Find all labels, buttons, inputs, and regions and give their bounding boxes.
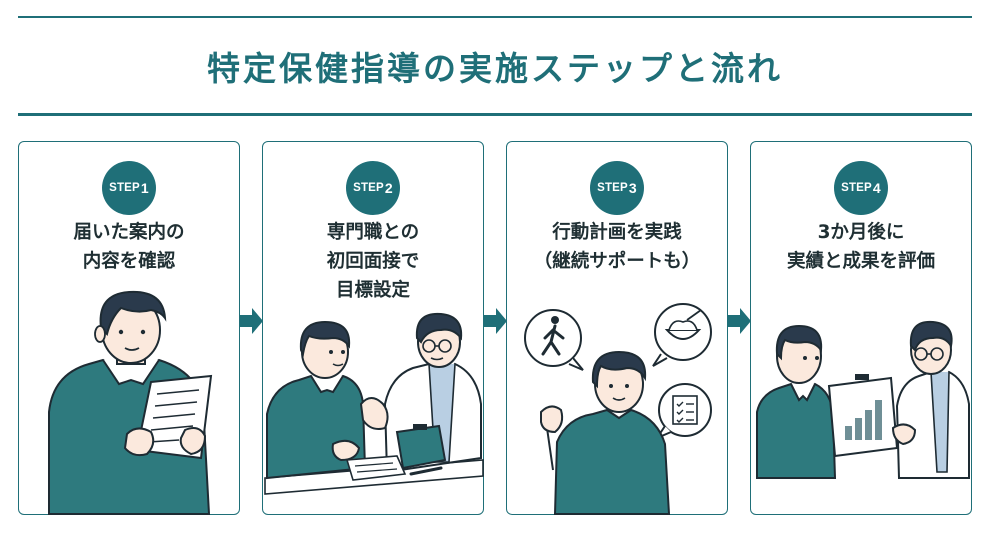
arrow-right-icon-1	[240, 308, 263, 334]
step-description-3: 行動計画を実践 （継続サポートも）	[533, 222, 701, 272]
clipboard-icon	[395, 424, 447, 470]
health-professional-icon	[891, 320, 970, 479]
person-reading-icon	[48, 290, 213, 515]
client-icon	[266, 320, 367, 480]
step-description-2: 専門職との 初回面接で 目標設定	[326, 222, 420, 301]
checklist-icon	[654, 383, 712, 441]
step-description-1: 届いた案内の 内容を確認	[73, 222, 185, 272]
page-title: 特定保健指導の実施ステップと流れ	[207, 48, 783, 88]
step-description-4: 3か月後に 実績と成果を評価	[786, 222, 935, 272]
arrow-right-icon-3	[728, 308, 751, 334]
client-icon	[756, 324, 837, 479]
bar-chart-icon	[827, 374, 899, 458]
meal-bowl-icon	[652, 303, 712, 367]
arrow-right-icon-2	[484, 308, 507, 334]
pen-icon	[409, 466, 443, 476]
motivated-person-icon	[540, 350, 671, 515]
title-band: 特定保健指導の実施ステップと流れ	[18, 16, 972, 116]
walking-icon	[524, 309, 584, 371]
